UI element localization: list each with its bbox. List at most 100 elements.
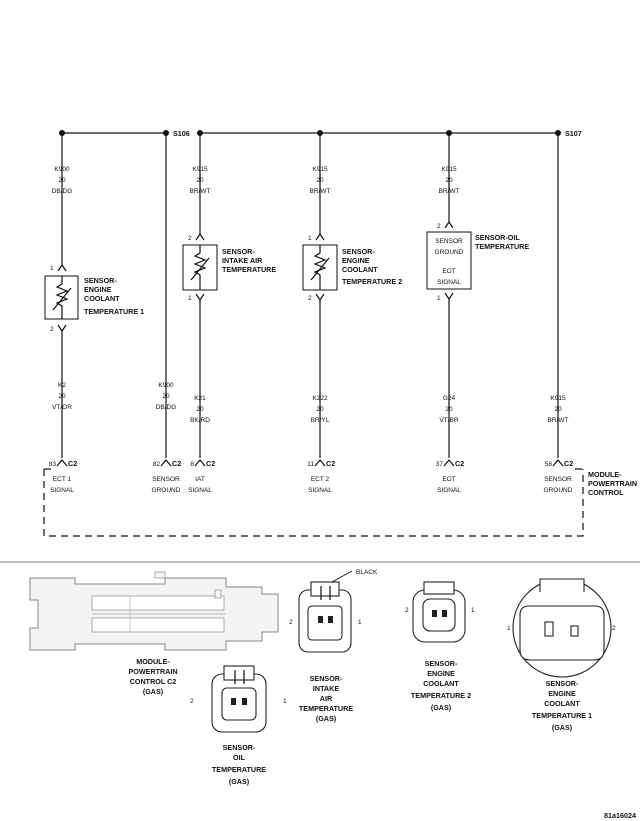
terminal-mark — [552, 459, 564, 467]
pcm-label: CONTROL — [588, 488, 624, 497]
ect2-pin — [432, 610, 437, 617]
ect2-caption: ENGINE — [427, 669, 455, 678]
pcm-signal-label: SIGNAL — [308, 487, 332, 494]
pcm-outline — [43, 469, 584, 537]
wire-code: K900 — [54, 166, 70, 173]
pin-number: 1 — [308, 235, 312, 242]
pin-number: 2 — [289, 619, 293, 626]
c2-pin-row — [91, 595, 225, 611]
terminal-mark — [314, 459, 326, 467]
wire-code: G24 — [443, 395, 456, 402]
terminal-mark — [315, 232, 325, 241]
ect2-connector-latch — [423, 581, 455, 595]
pin-number: 2 — [308, 295, 312, 302]
ect2-label: SENSOR- — [342, 247, 375, 256]
eot-pin-label: SIGNAL — [437, 279, 461, 286]
wire-code: K915 — [192, 166, 208, 173]
ect2-caption: TEMPERATURE 2 — [411, 691, 471, 700]
c2-latch — [214, 589, 222, 599]
oil-connector-latch — [223, 665, 255, 681]
c2-pin-number: 8 — [190, 461, 194, 468]
pin-number: 1 — [283, 698, 287, 705]
black-leader-line — [331, 570, 353, 583]
pcm-signal-label: SIGNAL — [50, 487, 74, 494]
terminal-mark — [56, 459, 68, 467]
iat-pin — [328, 616, 333, 623]
wire-code: K222 — [312, 395, 328, 402]
iat-caption: (GAS) — [316, 714, 337, 723]
c2-pin-number: 58 — [545, 461, 553, 468]
wire-code: K915 — [441, 166, 457, 173]
ect1-caption: (GAS) — [552, 723, 573, 732]
c2-pin-number: 37 — [436, 461, 444, 468]
wire-gauge: 20 — [58, 177, 66, 184]
pcm-label: POWERTRAIN — [588, 479, 637, 488]
wire-gauge: 20 — [316, 177, 324, 184]
terminal-mark — [194, 459, 206, 467]
pin-number: 2 — [405, 607, 409, 614]
c2-caption: MODULE- — [136, 657, 170, 666]
ect1-caption: SENSOR- — [546, 679, 579, 688]
c2-pin-row — [91, 617, 225, 633]
wire-color: BK/RD — [190, 417, 210, 424]
pin-number: 1 — [50, 265, 54, 272]
oil-pin — [231, 698, 236, 705]
ect1-pin — [544, 621, 554, 637]
c2-label: C2 — [564, 459, 573, 468]
pin-number: 1 — [188, 295, 192, 302]
pin-number: 2 — [437, 223, 441, 230]
iat-caption: INTAKE — [313, 684, 339, 693]
black-label: BLACK — [356, 569, 378, 576]
pin-number: 2 — [188, 235, 192, 242]
wire-gauge: 20 — [196, 406, 204, 413]
terminal-mark — [195, 293, 205, 302]
pcm-signal-label: ECT 2 — [311, 476, 330, 483]
ect1-connector-tab — [539, 578, 585, 592]
terminal-mark — [57, 324, 67, 333]
pin-number: 1 — [507, 625, 511, 632]
pin-number: 1 — [358, 619, 362, 626]
wire-code: K21 — [194, 395, 206, 402]
oil-connector-face — [221, 687, 257, 721]
ect1-label: TEMPERATURE 1 — [84, 307, 144, 316]
wire-code: K915 — [550, 395, 566, 402]
eot-pin-label: EOT — [442, 268, 455, 275]
ect1-connector-view — [512, 578, 612, 678]
wire-color: VT/BR — [439, 417, 458, 424]
wire-color: BR/YL — [311, 417, 330, 424]
iat-connector-face — [307, 605, 343, 641]
pcm-signal-label: SIGNAL — [437, 487, 461, 494]
wire-color: BR/WT — [548, 417, 569, 424]
iat-caption: AIR — [320, 694, 333, 703]
pin-number: 2 — [190, 698, 194, 705]
thermistor-symbol — [55, 276, 69, 319]
ect1-label: COOLANT — [84, 294, 120, 303]
ect1-label: ENGINE — [84, 285, 112, 294]
ect2-caption: SENSOR- — [425, 659, 458, 668]
c2-pin-number: 83 — [49, 461, 57, 468]
iat-pin — [318, 616, 323, 623]
terminal-mark — [57, 263, 67, 272]
wire-gauge: 20 — [162, 393, 170, 400]
ect2-label: ENGINE — [342, 256, 370, 265]
pin-number: 2 — [50, 326, 54, 333]
c2-connector-view — [29, 571, 279, 651]
ect1-caption: ENGINE — [548, 689, 576, 698]
thermistor-symbol — [193, 245, 207, 290]
ect2-label: COOLANT — [342, 265, 378, 274]
eot-pin-label: GROUND — [435, 249, 464, 256]
iat-label: SENSOR- — [222, 247, 255, 256]
terminal-mark — [444, 292, 454, 301]
pcm-signal-label: SENSOR — [544, 476, 572, 483]
wire-gauge: 20 — [196, 177, 204, 184]
pcm-signal-label: SIGNAL — [188, 487, 212, 494]
iat-caption: TEMPERATURE — [299, 704, 353, 713]
c2-pin-number: 82 — [153, 461, 161, 468]
pcm-signal-label: GROUND — [544, 487, 573, 494]
c2-label: C2 — [206, 459, 215, 468]
ect1-caption: COOLANT — [544, 699, 580, 708]
pcm-label: MODULE- — [588, 470, 622, 479]
terminal-mark — [315, 293, 325, 302]
oil-caption: OIL — [233, 753, 246, 762]
